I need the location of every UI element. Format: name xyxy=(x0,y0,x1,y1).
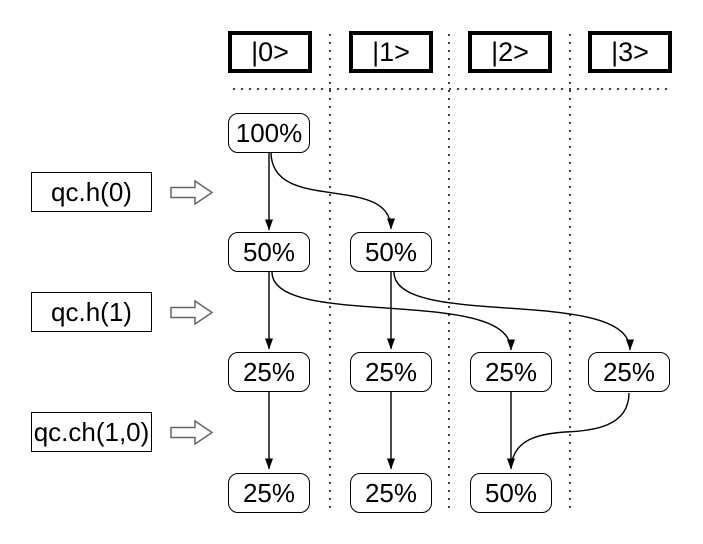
block-arrow-icon xyxy=(170,299,214,326)
dotted-guides xyxy=(233,34,671,512)
operation-label-h1: qc.h(1) xyxy=(31,292,152,332)
column-header-state3: |3> xyxy=(588,31,672,73)
probability-box-initial-state0: 100% xyxy=(228,113,310,153)
probability-box-afterh0-state0: 50% xyxy=(228,232,310,272)
transition-arrows xyxy=(265,151,634,470)
probability-box-afterch-state1: 25% xyxy=(350,473,432,513)
probability-box-afterh1-state1: 25% xyxy=(350,352,432,392)
probability-box-afterh1-state2: 25% xyxy=(470,352,552,392)
probability-box-afterch-state0: 25% xyxy=(228,473,310,513)
edge-h1-1to3 xyxy=(393,271,634,351)
edge-ch-3to2 xyxy=(511,392,630,462)
operation-label-ch10: qc.ch(1,0) xyxy=(31,412,152,452)
block-arrow-icon xyxy=(170,179,214,206)
probability-box-afterh0-state1: 50% xyxy=(350,232,432,272)
column-header-state0: |0> xyxy=(228,31,312,73)
column-header-state2: |2> xyxy=(468,31,552,73)
probability-box-afterch-state2: 50% xyxy=(470,473,552,513)
edge-h0-0to1 xyxy=(270,151,395,230)
column-header-state1: |1> xyxy=(349,31,433,73)
probability-box-afterh1-state0: 25% xyxy=(228,352,310,392)
block-arrow-icon xyxy=(170,419,214,446)
operation-label-h0: qc.h(0) xyxy=(31,172,152,212)
probability-box-afterh1-state3: 25% xyxy=(588,352,670,392)
